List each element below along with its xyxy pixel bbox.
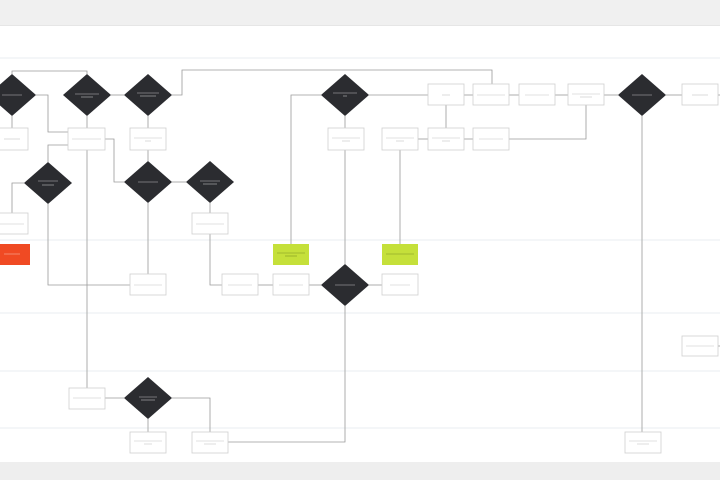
- process-node[interactable]: [472, 127, 510, 151]
- bottom-bar: [0, 462, 720, 480]
- process-node[interactable]: [0, 212, 29, 235]
- error-node[interactable]: [0, 244, 30, 265]
- process-nodes: [0, 83, 719, 454]
- decision-node[interactable]: [124, 74, 172, 116]
- decision-nodes: [0, 74, 666, 419]
- process-node[interactable]: [681, 335, 719, 357]
- decision-node[interactable]: [321, 74, 369, 116]
- process-node[interactable]: [427, 127, 465, 151]
- process-node[interactable]: [221, 273, 259, 296]
- process-node[interactable]: [129, 127, 167, 151]
- process-node[interactable]: [624, 431, 662, 454]
- process-node[interactable]: [68, 387, 106, 410]
- swimlane-dividers: [0, 57, 720, 429]
- process-node[interactable]: [67, 127, 106, 151]
- decision-node[interactable]: [124, 161, 172, 203]
- decision-node[interactable]: [618, 74, 666, 116]
- process-node[interactable]: [191, 212, 229, 235]
- process-node[interactable]: [381, 127, 419, 151]
- highlight-node[interactable]: [273, 244, 309, 265]
- process-node[interactable]: [681, 83, 719, 106]
- decision-node[interactable]: [321, 264, 369, 306]
- process-node[interactable]: [518, 83, 556, 106]
- decision-node[interactable]: [0, 74, 36, 116]
- process-node[interactable]: [0, 127, 29, 151]
- connectors: [11, 69, 720, 443]
- highlight-node[interactable]: [382, 244, 418, 265]
- process-node[interactable]: [567, 83, 605, 106]
- process-node[interactable]: [129, 431, 167, 454]
- decision-node[interactable]: [186, 161, 234, 203]
- process-node[interactable]: [191, 431, 229, 454]
- decision-node[interactable]: [63, 74, 111, 116]
- process-node[interactable]: [327, 127, 365, 151]
- process-node[interactable]: [272, 273, 310, 296]
- decision-node[interactable]: [124, 377, 172, 419]
- top-toolbar: [0, 0, 720, 25]
- process-node[interactable]: [381, 273, 419, 296]
- process-node[interactable]: [129, 273, 167, 296]
- process-node[interactable]: [427, 83, 465, 106]
- decision-node[interactable]: [24, 162, 72, 204]
- process-node[interactable]: [472, 83, 510, 106]
